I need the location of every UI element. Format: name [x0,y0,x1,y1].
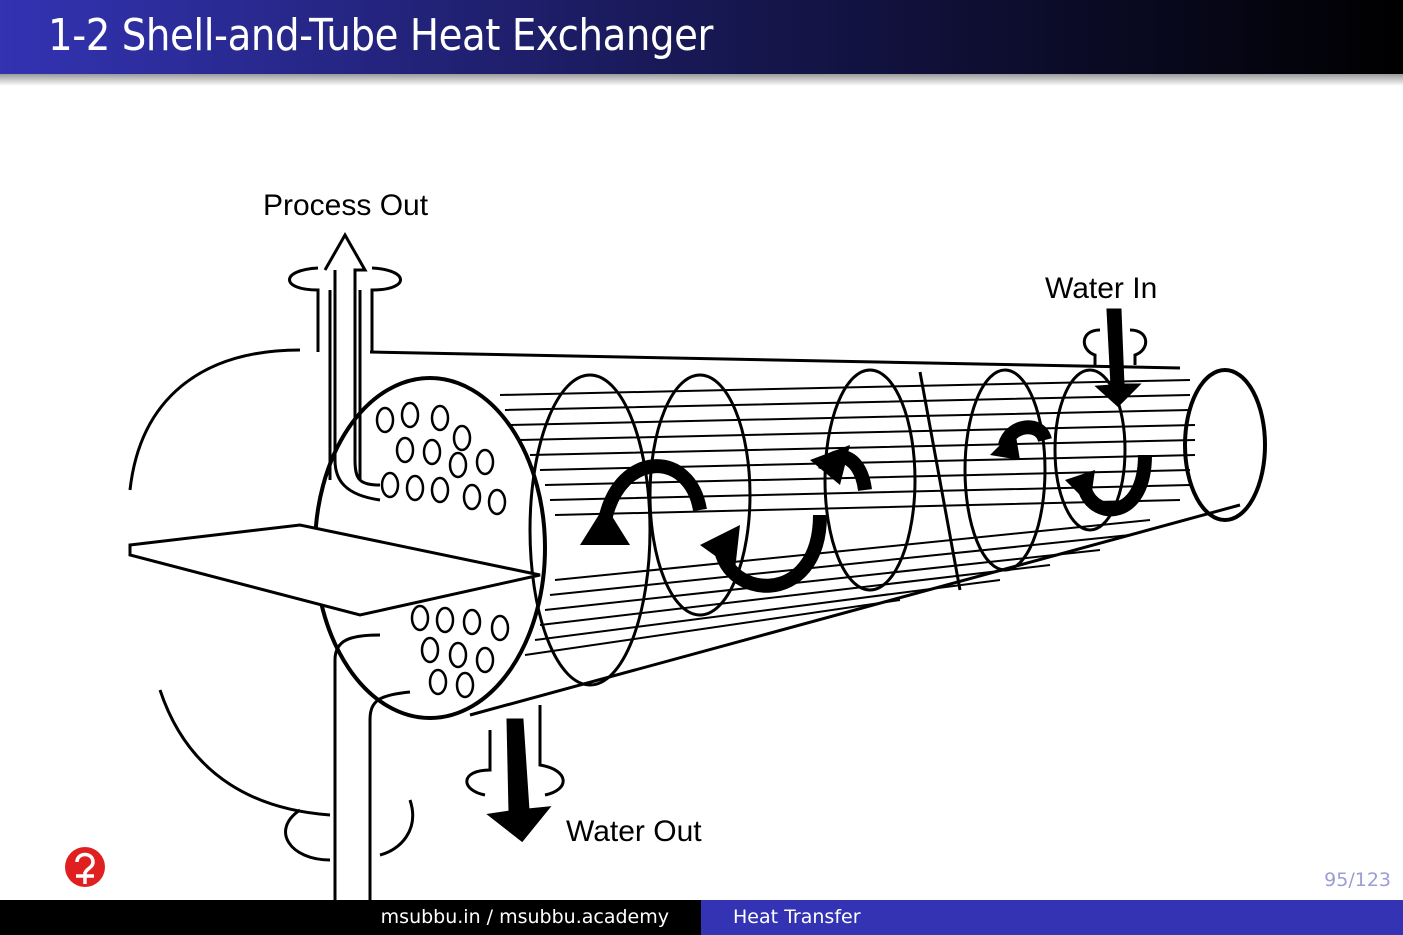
page-number: 95/123 [1324,869,1391,891]
shell-top [369,350,1181,370]
process-out-nozzle [288,266,402,480]
heat-exchanger-diagram: Process Out Water In Water Out [128,189,1267,900]
water-out-nozzle [465,705,565,797]
process-out-arrow [323,231,381,502]
footer-site: msubbu.in / msubbu.academy [0,900,701,935]
water-in-nozzle [1082,328,1148,365]
slide-title: 1-2 Shell-and-Tube Heat Exchanger [48,10,714,61]
water-out-label: Water Out [566,815,702,848]
left-head [128,348,331,817]
process-out-label: Process Out [263,189,429,222]
title-bar: 1-2 Shell-and-Tube Heat Exchanger [0,0,1403,86]
logo-icon [65,847,105,887]
water-out-arrow [486,718,552,843]
footer-course: Heat Transfer [701,900,1403,935]
pass-partition [128,523,541,617]
water-in-arrow [1094,308,1142,408]
footer: msubbu.in / msubbu.academy Heat Transfer [0,900,1403,935]
water-in-label: Water In [1045,272,1157,305]
tube-holes [375,401,510,699]
shell-bottom [469,503,1241,717]
process-in-pipe [333,633,411,900]
